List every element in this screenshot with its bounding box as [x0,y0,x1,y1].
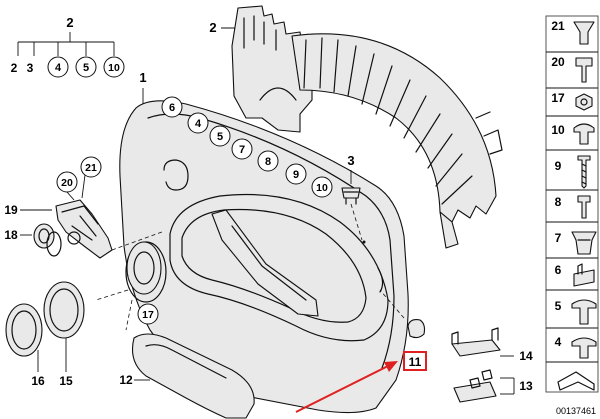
callout-3-main: 3 [347,153,354,168]
highlight-arrow-head [384,361,398,372]
highlight-arrow [295,361,398,413]
callout-5-top: 5 [83,62,89,74]
callout-10-top: 10 [108,62,120,74]
side-parts-panel: 21 20 17 10 9 8 7 6 5 4 [545,15,599,393]
highlight-arrow-shaft [295,363,393,413]
panel-label-21: 21 [551,19,565,33]
callout-3-left: 3 [27,61,34,75]
panel-label-10: 10 [551,123,565,137]
panel-label-4: 4 [555,335,562,349]
part-19-handle-unit: 19 18 [4,199,163,259]
callout-7-main: 7 [239,144,245,156]
callout-10-main: 10 [316,182,328,194]
callout-15: 15 [59,374,73,388]
panel-label-7: 7 [555,231,562,245]
callout-21-main: 21 [85,162,97,174]
callout-row-main: 6 4 5 7 8 9 10 [161,96,333,198]
callout-11: 11 [409,355,422,369]
panel-label-20: 20 [551,55,565,69]
callout-20-main: 20 [61,177,73,189]
reference-number: 00137461 [556,406,596,416]
callout-18: 18 [4,228,18,242]
panel-label-9: 9 [555,159,562,173]
callout-14: 14 [519,349,533,363]
callout-6: 6 [169,102,175,114]
panel-label-17: 17 [551,91,565,105]
callouts-20-21: 21 20 [56,156,102,201]
callout-13: 13 [519,379,533,393]
callout-1: 1 [139,70,146,85]
callout-12: 12 [119,373,133,387]
callout-11-box [403,351,427,371]
speaker-grille [95,241,162,331]
label-tree-top-left: 2 2 3 4 5 10 [11,15,125,78]
callout-9-main: 9 [293,169,299,181]
callout-8-main: 8 [265,156,271,168]
callout-4-top: 4 [55,62,62,74]
callout-2-root: 2 [66,15,73,30]
panel-label-6: 6 [555,263,562,277]
callout-4-main: 4 [195,118,202,130]
part-11-cap: 11 [379,289,427,371]
part-1-door-trim-panel: 1 [119,70,409,414]
callout-2-frame: 2 [209,20,216,35]
part-3-clip: 3 [341,153,363,241]
parts-13-14: 14 13 [451,327,533,403]
callout-5-main: 5 [217,131,223,143]
callout-17-group: 17 [137,303,159,325]
panel-label-5: 5 [555,299,562,313]
callout-19: 19 [4,203,18,217]
callout-2-left: 2 [11,61,18,75]
callout-16: 16 [31,374,45,388]
part-2-carrier-frame: 2 [209,5,503,249]
panel-label-8: 8 [555,195,562,209]
part-12-armrest-cover: 12 [119,333,255,419]
callout-17-main: 17 [142,309,154,321]
parts-15-16-rings: 16 15 [5,281,85,388]
